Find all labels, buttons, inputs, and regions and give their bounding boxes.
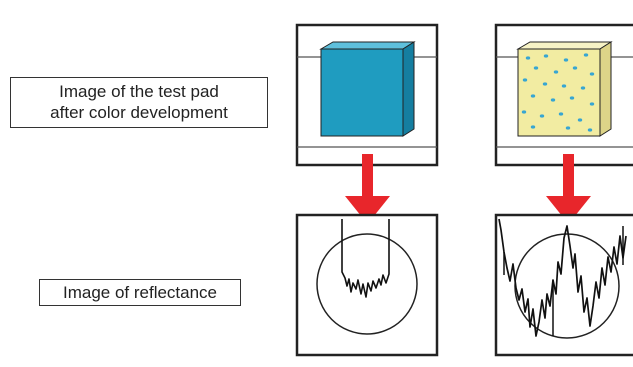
right-pad-top-face bbox=[516, 41, 613, 50]
left-pad-front-face bbox=[320, 48, 404, 137]
test-pad-label-line1: Image of the test pad bbox=[59, 82, 219, 101]
right-reflectance-trace bbox=[498, 218, 627, 337]
left-reflectance-trace bbox=[341, 219, 390, 298]
right-test-pad-panel bbox=[494, 23, 633, 167]
test-pad-image-label: Image of the test pad after color develo… bbox=[10, 77, 268, 128]
left-pad-top-face bbox=[319, 41, 416, 50]
left-reflectance-circle bbox=[316, 233, 418, 335]
test-pad-label-line2: after color development bbox=[50, 103, 228, 122]
left-reflectance-panel bbox=[295, 213, 439, 357]
reflectance-image-label: Image of reflectance bbox=[39, 279, 241, 306]
right-reflectance-panel bbox=[494, 213, 633, 357]
left-pad-side-face bbox=[402, 41, 415, 137]
right-pad-side-face bbox=[599, 41, 612, 137]
right-down-arrow bbox=[546, 154, 591, 224]
right-pad-dots bbox=[521, 53, 595, 132]
left-test-pad-panel bbox=[295, 23, 439, 167]
left-down-arrow bbox=[345, 154, 390, 224]
right-pad-front-face bbox=[517, 48, 601, 137]
